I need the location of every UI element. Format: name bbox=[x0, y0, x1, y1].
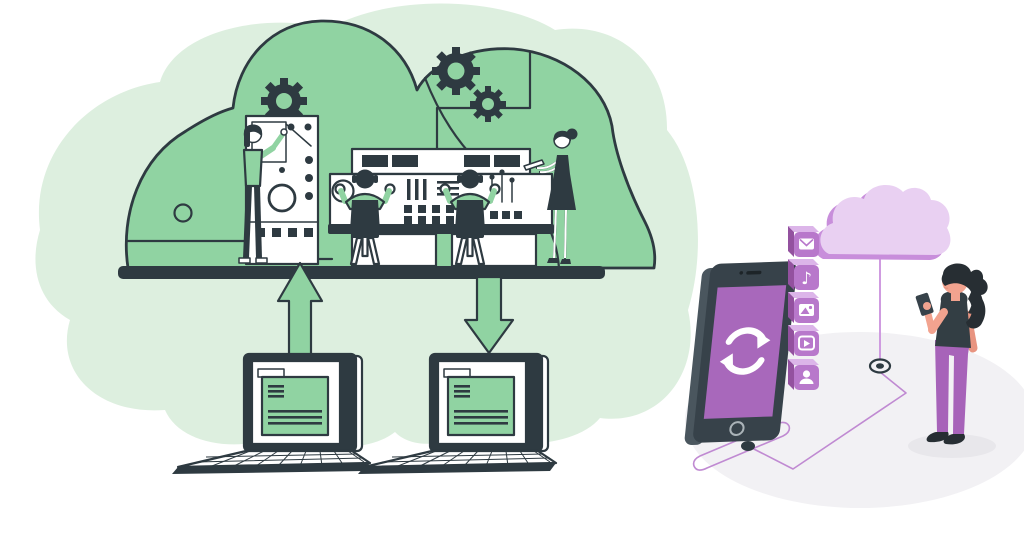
route-node-dot bbox=[741, 441, 755, 451]
video-icon bbox=[798, 335, 815, 351]
app-icon-image bbox=[788, 292, 819, 323]
music-icon: ♪ bbox=[801, 269, 812, 289]
cloud-computing-illustration bbox=[35, 3, 698, 476]
woman-with-phone bbox=[908, 263, 996, 458]
download-arrow bbox=[463, 275, 515, 355]
phone-screen bbox=[703, 285, 787, 419]
gear-icon bbox=[432, 47, 480, 95]
smartphone bbox=[684, 261, 797, 446]
app-icon-mail bbox=[788, 226, 819, 257]
target-dot bbox=[876, 363, 884, 369]
figure-top bbox=[935, 292, 971, 348]
image-icon bbox=[799, 304, 814, 316]
purple-cloud bbox=[820, 184, 951, 255]
gear-icon bbox=[470, 86, 506, 122]
standing-woman-figure bbox=[523, 128, 578, 264]
home-button bbox=[729, 421, 745, 437]
laptop bbox=[172, 352, 372, 474]
data-sync-illustration: ♪ bbox=[684, 184, 1024, 508]
app-icon-video bbox=[788, 325, 819, 356]
cloud-floor-bar bbox=[118, 266, 605, 279]
gear-icon bbox=[261, 78, 307, 124]
app-icon-music: ♪ bbox=[788, 259, 819, 290]
app-icon-contact bbox=[788, 359, 819, 390]
desk-front bbox=[328, 224, 554, 234]
sync-route-line bbox=[747, 371, 907, 470]
engineer-figure bbox=[232, 124, 288, 264]
figure-pants bbox=[935, 340, 970, 434]
cloud-circle-detail bbox=[173, 203, 193, 223]
mail-icon bbox=[799, 238, 814, 250]
sync-route-pad bbox=[692, 421, 791, 471]
contact-icon bbox=[799, 370, 814, 384]
figure-ponytail bbox=[966, 290, 986, 329]
sync-arrows-icon bbox=[719, 327, 771, 375]
